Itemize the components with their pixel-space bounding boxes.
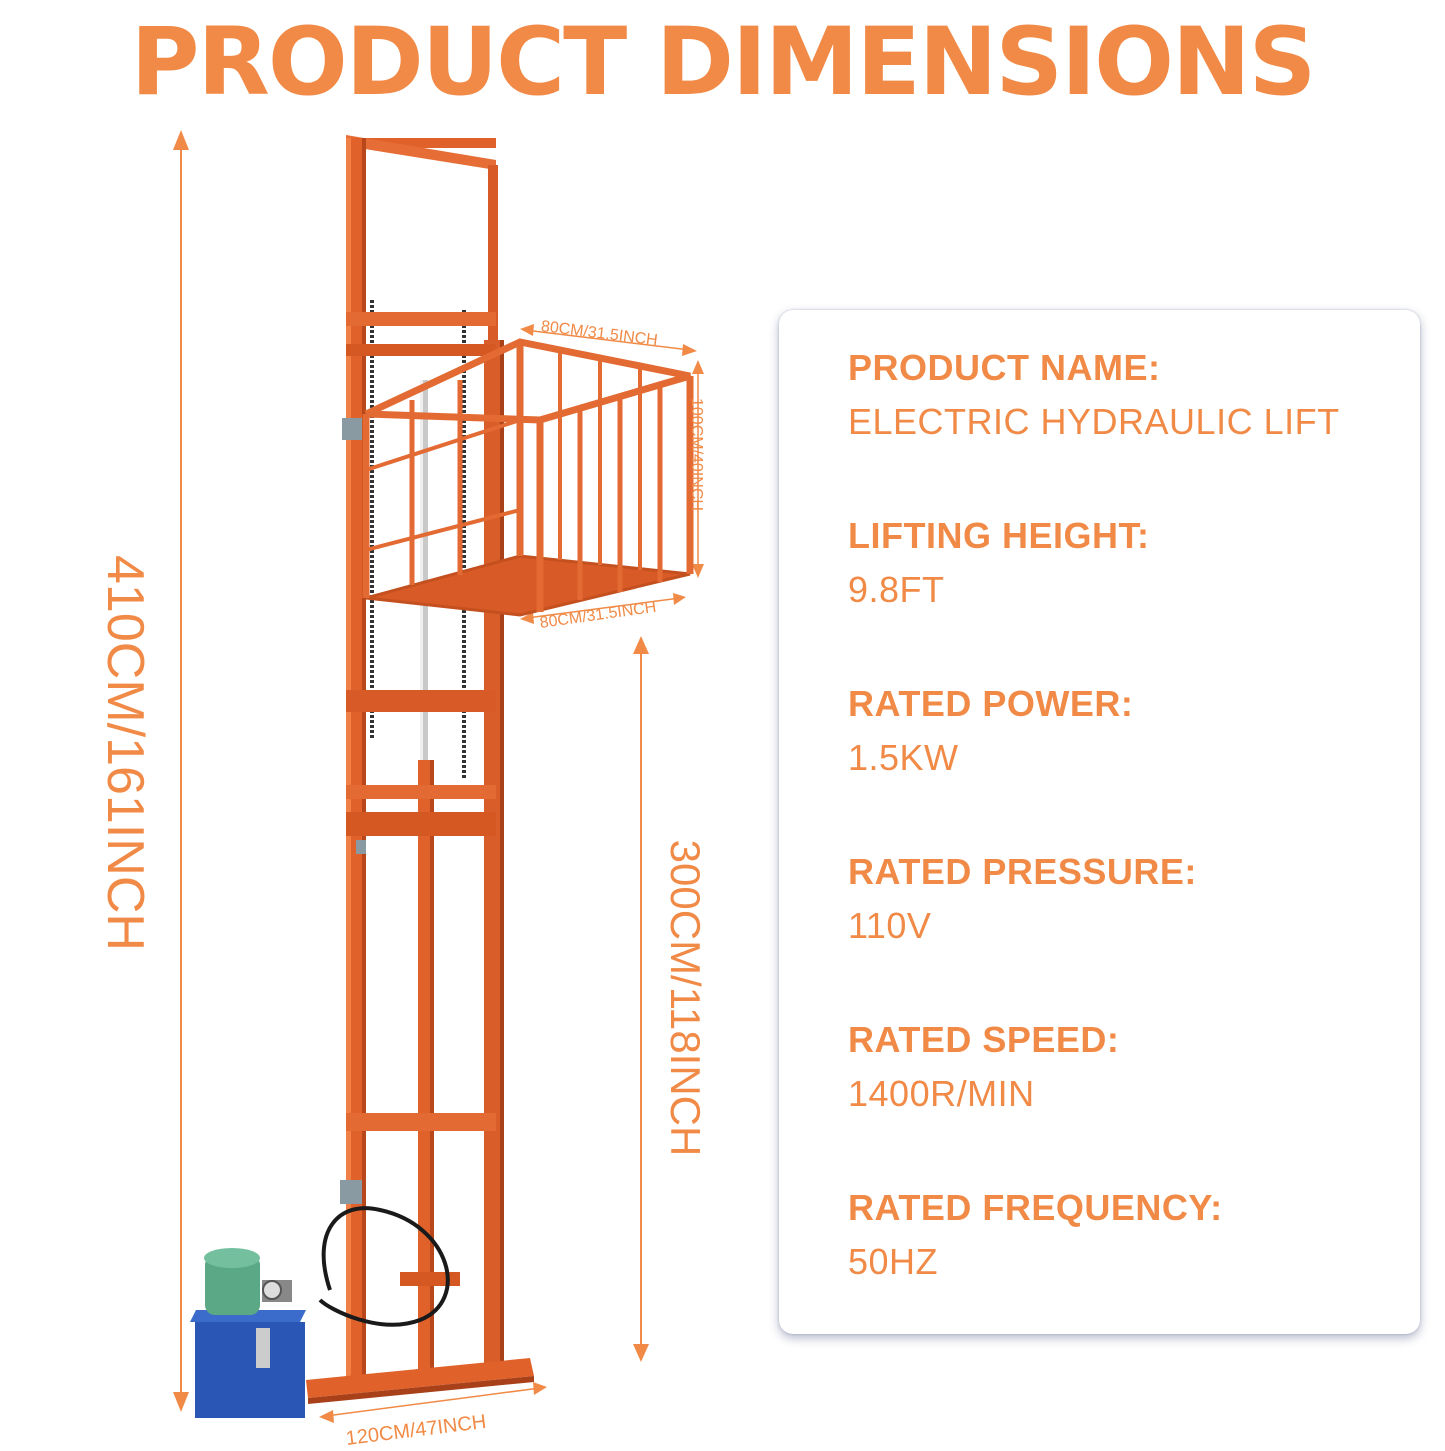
spec-label: LIFTING HEIGHT:: [848, 515, 1150, 556]
spec-label: RATED POWER:: [848, 683, 1134, 724]
lift-platform: [362, 338, 694, 617]
page-title: PRODUCT DIMENSIONS: [130, 8, 1317, 117]
platform-top-arrow: [524, 329, 691, 351]
spec-rated-speed: RATED SPEED: 1400R/MIN: [848, 1018, 1119, 1116]
platform-depth-label: 100CM/40INCH: [688, 398, 705, 511]
spec-label: PRODUCT NAME:: [848, 347, 1161, 388]
spec-label: RATED PRESSURE:: [848, 851, 1197, 892]
hydraulic-pump-unit: [190, 1248, 306, 1418]
dimension-arrows: [173, 130, 704, 1423]
motor: [205, 1255, 260, 1315]
lifting-height-label: 300CM/118INCH: [662, 839, 709, 1157]
spec-lifting-height: LIFTING HEIGHT: 9.8FT: [848, 514, 1149, 612]
spec-rated-frequency: RATED FREQUENCY: 50HZ: [848, 1186, 1223, 1284]
spec-value: 1.5KW: [848, 737, 959, 778]
base-width-arrow: [325, 1387, 541, 1417]
spec-value: 1400R/MIN: [848, 1073, 1035, 1114]
spec-product-name: PRODUCT NAME: ELECTRIC HYDRAULIC LIFT: [848, 346, 1340, 444]
hydraulic-hose: [318, 1206, 450, 1327]
platform-bottom-arrow: [526, 597, 681, 619]
spec-value: 110V: [848, 905, 932, 946]
spec-label: RATED FREQUENCY:: [848, 1187, 1223, 1228]
spec-value: 9.8FT: [848, 569, 945, 610]
spec-label: RATED SPEED:: [848, 1019, 1120, 1060]
spec-rated-power: RATED POWER: 1.5KW: [848, 682, 1133, 780]
spec-value: 50HZ: [848, 1241, 939, 1282]
oil-tank: [195, 1322, 305, 1418]
total-height-label: 410CM/161INCH: [96, 555, 154, 951]
spec-card: PRODUCT NAME: ELECTRIC HYDRAULIC LIFT LI…: [779, 310, 1420, 1334]
spec-rated-pressure: RATED PRESSURE: 110V: [848, 850, 1197, 948]
spec-value: ELECTRIC HYDRAULIC LIFT: [848, 401, 1340, 442]
